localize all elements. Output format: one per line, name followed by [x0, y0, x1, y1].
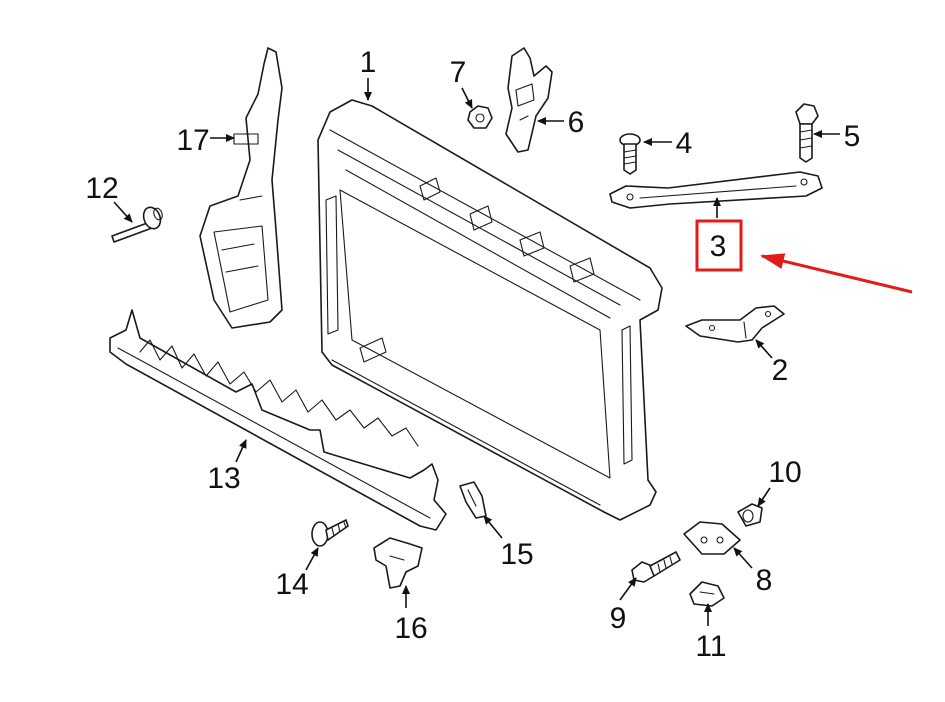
- mounting-bracket: [505, 47, 553, 153]
- callout-9: 9: [610, 602, 627, 635]
- callout-5: 5: [844, 120, 861, 153]
- grommet: [737, 503, 763, 527]
- callout-labels: 1 2 3 4 5 6 7 8 9 10 11 12 13 14 15 16 1…: [85, 46, 860, 663]
- callout-2: 2: [772, 354, 789, 387]
- bracket-16: [373, 537, 423, 589]
- callout-11: 11: [695, 630, 726, 663]
- air-deflector-left: [199, 47, 283, 329]
- push-pin: [111, 206, 163, 243]
- lower-deflector-bar: [109, 309, 447, 531]
- clip-15: [459, 481, 487, 519]
- highlight-callout-3: [695, 219, 913, 294]
- leader-lines: [113, 78, 840, 626]
- bolt-long: [795, 103, 819, 163]
- callout-4: 4: [676, 127, 693, 160]
- callout-10: 10: [768, 456, 801, 489]
- clip-11: [689, 581, 725, 607]
- nut: [467, 105, 493, 129]
- callout-15: 15: [500, 538, 533, 571]
- screw-washer: [311, 519, 349, 547]
- highlight-arrow: [760, 253, 913, 294]
- callout-13: 13: [207, 462, 240, 495]
- radiator-support-frame: [317, 99, 663, 521]
- bolt-short: [619, 133, 641, 175]
- tie-bar-bracket: [609, 171, 823, 209]
- callout-1: 1: [360, 46, 377, 79]
- hex-bolt: [631, 551, 681, 583]
- callout-3: 3: [710, 230, 727, 263]
- callout-7: 7: [450, 56, 467, 89]
- plate-8: [683, 521, 741, 555]
- callout-6: 6: [568, 106, 585, 139]
- highlight-box: [695, 219, 743, 272]
- bracket-small: [685, 305, 785, 343]
- callout-17: 17: [176, 124, 209, 157]
- callout-16: 16: [394, 612, 427, 645]
- callout-8: 8: [756, 564, 773, 597]
- callout-14: 14: [275, 568, 308, 601]
- callout-12: 12: [85, 172, 118, 205]
